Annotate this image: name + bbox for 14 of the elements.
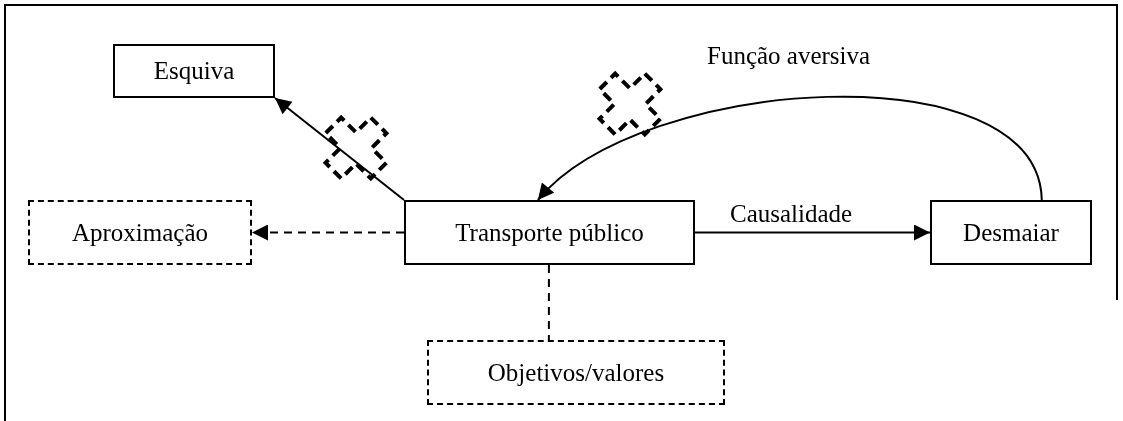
process-box	[113, 44, 275, 98]
box-label: Transporte público	[455, 218, 644, 247]
arrow	[274, 97, 405, 201]
arrow	[251, 224, 405, 241]
arrow	[536, 95, 1043, 201]
arrow	[694, 224, 931, 241]
process-box	[28, 200, 252, 265]
box-label: Objetivos/valores	[487, 358, 665, 387]
process-box	[930, 200, 1092, 265]
process-box	[427, 340, 725, 405]
box-label: Esquiva	[153, 57, 235, 85]
box-label: Desmaiar	[963, 218, 1059, 247]
process-box	[404, 200, 695, 265]
box-label: Aproximação	[71, 218, 209, 247]
